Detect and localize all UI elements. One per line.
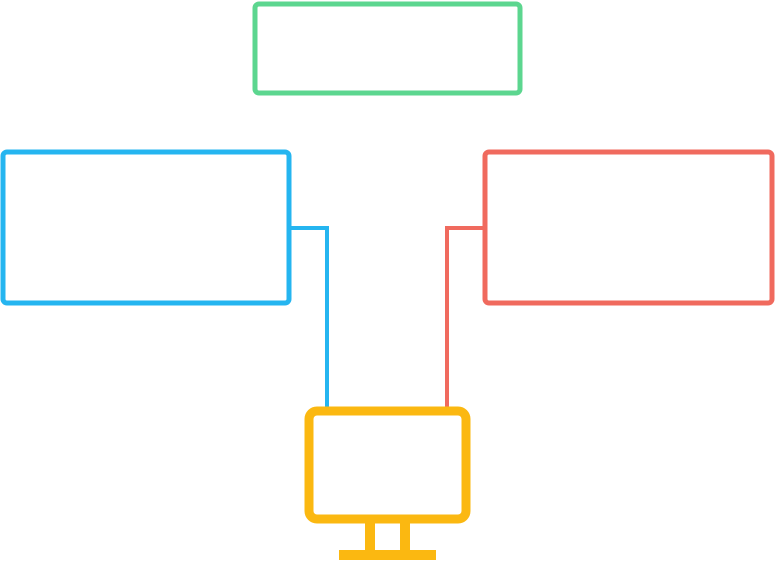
- monitor-icon: [304, 406, 471, 560]
- left-connector-line: [289, 226, 329, 409]
- monitor-base: [339, 550, 436, 560]
- monitor-screen: [304, 406, 471, 524]
- right-connector-line: [445, 226, 485, 409]
- top-box-frame: [252, 1, 523, 96]
- monitor-stand-left: [365, 523, 375, 553]
- top-box: [252, 1, 523, 96]
- monitor-stand-right: [400, 523, 410, 553]
- right-box-frame: [482, 149, 775, 306]
- left-box-frame: [0, 149, 292, 306]
- left-box: [0, 149, 292, 306]
- right-box: [482, 149, 775, 306]
